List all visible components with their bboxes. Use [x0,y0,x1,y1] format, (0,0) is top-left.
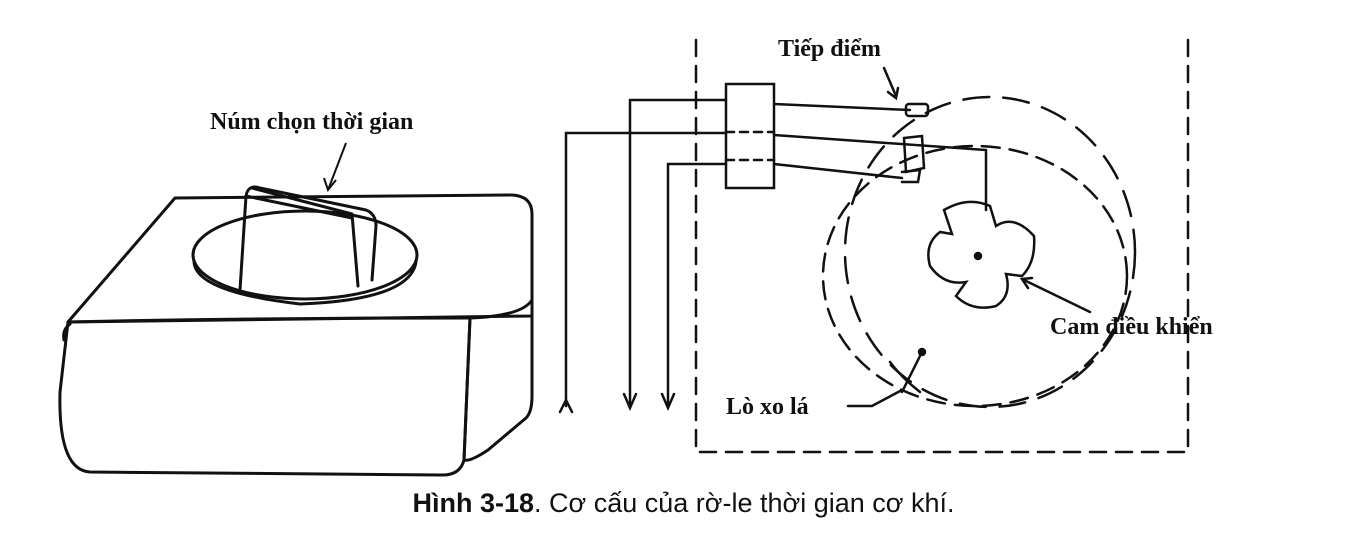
contact-tip-bottom [900,168,922,184]
spring-label: Lò xo lá [726,394,809,420]
wire-1 [564,131,728,408]
cam-label: Cam điều khiển [1050,314,1213,340]
knob-grip [238,185,378,292]
knob-disc [191,209,419,301]
knob-disc-thickness [192,260,418,306]
terminal-block [724,82,776,190]
figure-number: Hình 3-18 [412,488,535,518]
spring-label-leader [846,388,904,408]
control-cam [927,200,1036,309]
contact-tip-top [904,102,930,118]
enclosure-dashed-frame [694,38,1190,454]
leaf-spring [888,350,924,394]
knob-label: Núm chọn thời gian [210,109,413,135]
cam-center [973,251,983,261]
caption-text: . Cơ cấu của rờ-le thời gian cơ khí. [534,488,955,518]
contact-tip-middle [902,134,926,174]
timer-box-illustration [58,185,534,477]
terminal-block-dashes [724,130,776,162]
box-right-face [462,314,534,462]
wire-2-arrow [622,392,638,412]
dial-inner-dashed [821,144,1129,408]
contact-label: Tiếp điểm [778,36,881,62]
relay-mechanism [558,38,1190,454]
contact-label-arrowhead [886,86,900,101]
knob-label-arrow [323,142,347,193]
box-front-face [58,316,472,477]
box-top-face [66,193,534,324]
contact-line-top [772,102,912,112]
box-top-edge-curve [66,298,534,324]
wire-1-end [558,397,574,414]
dial-outer-dashed [843,95,1137,409]
figure-caption: Hình 3-18. Cơ cấu của rờ-le thời gian cơ… [0,488,1367,519]
wire-3 [666,162,728,408]
contact-line-bottom [772,162,904,180]
contact-label-arrow [882,66,898,98]
leaf-spring-pivot [917,347,927,357]
cam-label-arrow [1022,278,1092,314]
box-front-left-curve [62,322,72,342]
cam-label-arrowhead [1019,276,1034,290]
wire-2 [628,98,728,408]
wire-3-arrow [660,392,676,412]
contact-line-middle [772,133,988,212]
knob-grip-top-edge [250,186,360,288]
knob-grip-front [244,194,354,220]
